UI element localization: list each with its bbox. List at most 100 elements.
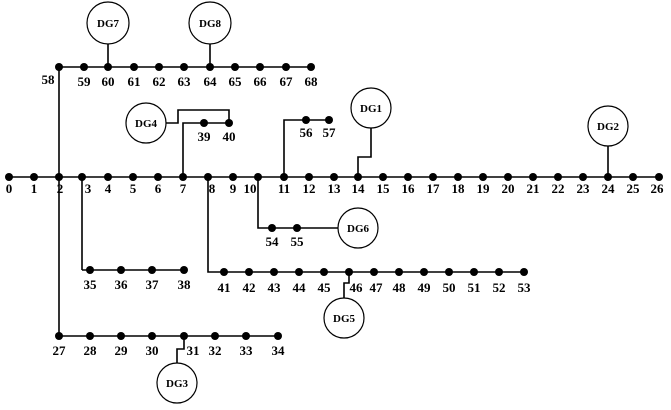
dg3-circle — [156, 362, 198, 404]
bus-node — [55, 332, 63, 340]
bus-node — [254, 173, 262, 181]
bus-node — [55, 63, 63, 71]
bus-node — [495, 268, 503, 276]
bus-node — [104, 63, 112, 71]
bus-node — [274, 332, 282, 340]
dg5-circle — [323, 297, 365, 339]
bus-node — [282, 63, 290, 71]
bus-node — [429, 173, 437, 181]
dg4-unit: DG4 — [125, 102, 167, 144]
bus-label: 46 — [350, 280, 364, 295]
bus-label: 15 — [377, 181, 391, 196]
bus-node — [78, 173, 86, 181]
bus-node — [80, 63, 88, 71]
bus-label: 58 — [42, 72, 56, 87]
bus-node — [179, 173, 187, 181]
bus-label: 0 — [6, 181, 13, 196]
dg3-connector-line — [176, 336, 185, 363]
bus-label: 13 — [328, 181, 342, 196]
bus-node — [130, 63, 138, 71]
bus-label: 52 — [493, 280, 506, 295]
bus-node — [325, 116, 333, 124]
bus-label: 38 — [178, 277, 192, 292]
bus-node — [129, 173, 137, 181]
bus-node — [330, 173, 338, 181]
dg3-label: DG3 — [166, 378, 189, 390]
bus-label: 39 — [198, 129, 212, 144]
bus-label: 57 — [323, 125, 337, 140]
bus-node — [231, 63, 239, 71]
bus-label: 53 — [518, 280, 532, 295]
dg8-circle — [188, 1, 232, 45]
bus-label: 47 — [370, 280, 384, 295]
bus-label: 43 — [268, 280, 282, 295]
bus-node — [479, 173, 487, 181]
bus-label: 45 — [318, 280, 332, 295]
dg6-circle — [337, 207, 379, 249]
dg2-circle — [587, 105, 629, 147]
bus-node — [242, 332, 250, 340]
bus-label: 54 — [266, 234, 280, 249]
bus-label: 50 — [443, 280, 456, 295]
bus-label: 10 — [244, 181, 257, 196]
bus-labels: 0 1 2 3 4 5 6 7 8 9 10 11 12 13 14 15 16… — [6, 72, 664, 358]
bus-label: 42 — [243, 280, 256, 295]
bus-label: 44 — [293, 280, 307, 295]
bus-label: 23 — [577, 181, 591, 196]
bus-label: 49 — [418, 280, 432, 295]
lateral-41-53-line — [207, 177, 524, 273]
bus-node — [154, 173, 162, 181]
bus-node — [155, 63, 163, 71]
bus-node — [504, 173, 512, 181]
bus-node — [404, 173, 412, 181]
bus-label: 9 — [230, 181, 237, 196]
bus-node — [30, 173, 38, 181]
dg8-unit: DG8 — [188, 1, 232, 45]
bus-label: 30 — [146, 343, 159, 358]
bus-node — [117, 266, 125, 274]
bus-node — [206, 63, 214, 71]
bus-node — [104, 173, 112, 181]
bus-label: 24 — [602, 181, 616, 196]
dg7-label: DG7 — [97, 18, 120, 30]
dg5-unit: DG5 — [323, 297, 365, 339]
bus-node — [268, 224, 276, 232]
bus-node — [629, 173, 637, 181]
dg1-label: DG1 — [360, 103, 382, 115]
bus-label: 65 — [229, 74, 243, 89]
bus-label: 32 — [209, 343, 222, 358]
bus-label: 37 — [146, 277, 160, 292]
feeder-lines — [9, 44, 659, 363]
bus-label: 5 — [130, 181, 137, 196]
bus-label: 8 — [209, 181, 216, 196]
bus-node — [211, 332, 219, 340]
bus-node — [180, 332, 188, 340]
bus-node — [148, 266, 156, 274]
bus-node — [529, 173, 537, 181]
bus-label: 20 — [502, 181, 515, 196]
dg2-label: DG2 — [597, 121, 620, 133]
bus-label: 6 — [155, 181, 162, 196]
bus-label: 29 — [115, 343, 129, 358]
bus-node — [200, 119, 208, 127]
bus-label: 22 — [552, 181, 565, 196]
bus-label: 59 — [78, 74, 92, 89]
bus-node — [454, 173, 462, 181]
bus-label: 21 — [527, 181, 540, 196]
bus-node — [604, 173, 612, 181]
bus-label: 7 — [180, 181, 187, 196]
bus-label: 51 — [468, 280, 481, 295]
bus-label: 28 — [84, 343, 98, 358]
bus-node — [225, 119, 233, 127]
bus-label: 26 — [651, 181, 665, 196]
bus-node — [579, 173, 587, 181]
bus-node — [5, 173, 13, 181]
bus-node — [256, 63, 264, 71]
bus-label: 35 — [84, 277, 98, 292]
bus-label: 27 — [53, 343, 67, 358]
bus-node — [245, 268, 253, 276]
bus-node — [379, 173, 387, 181]
bus-nodes — [5, 63, 663, 340]
bus-label: 41 — [218, 280, 231, 295]
